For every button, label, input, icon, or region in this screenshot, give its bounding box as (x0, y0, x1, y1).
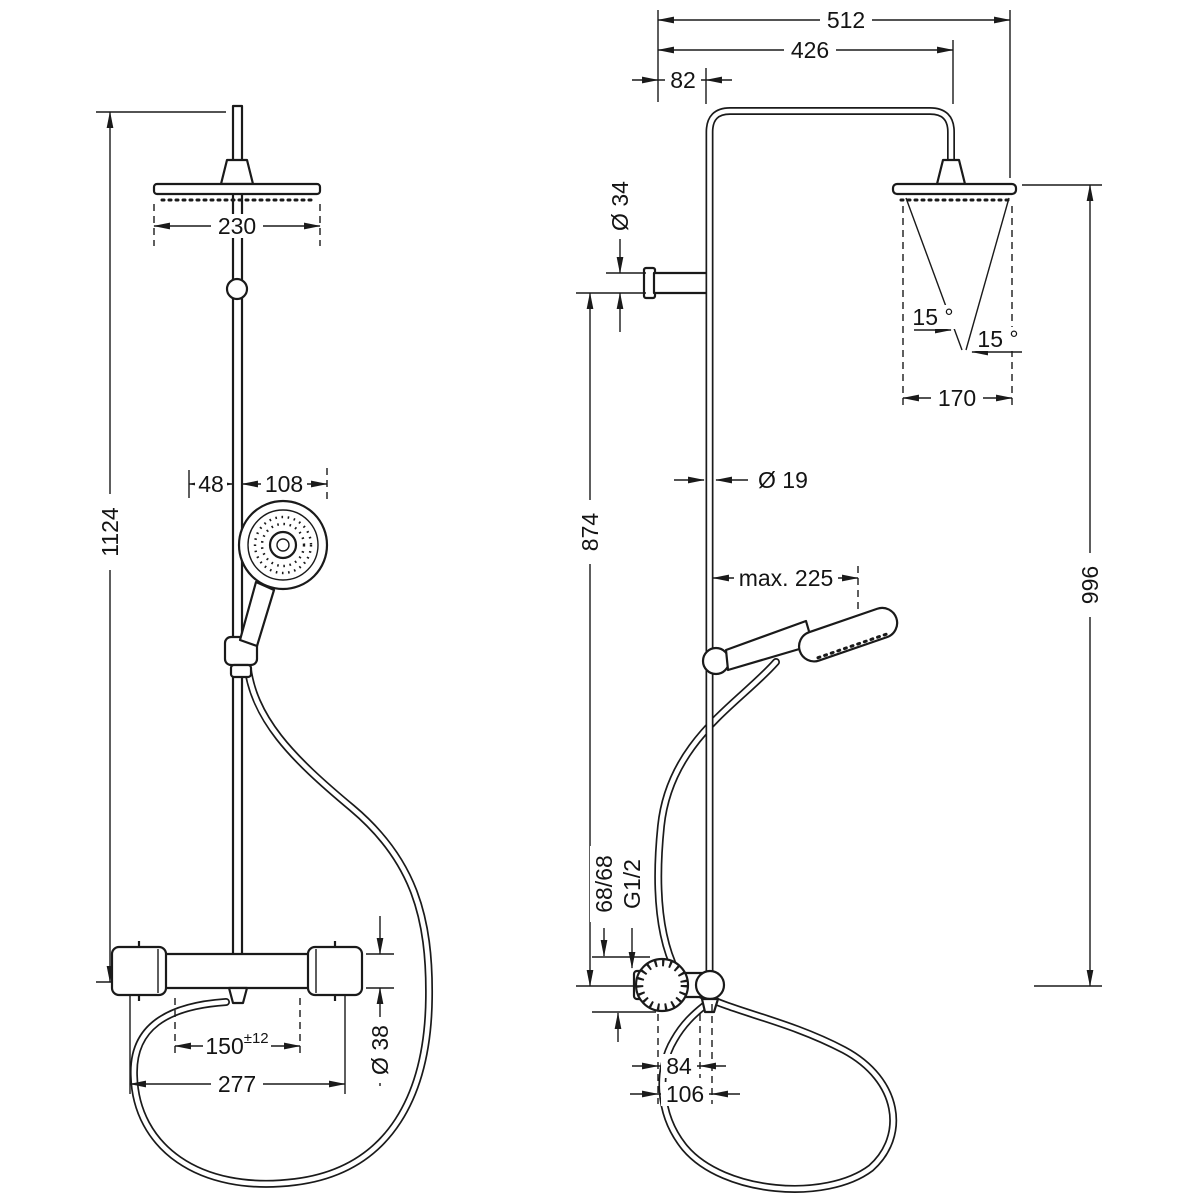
side-max-reach-label: max. 225 (734, 565, 838, 591)
side-bracket-diameter-label: Ø 34 (606, 173, 634, 239)
svg-text:84: 84 (666, 1053, 692, 1079)
svg-text:G1/2: G1/2 (619, 859, 645, 909)
front-head-connector (219, 158, 255, 186)
svg-text:108: 108 (265, 471, 303, 497)
svg-text:15 °: 15 ° (977, 326, 1018, 352)
front-diverter-knob (225, 277, 249, 301)
svg-text:68/68: 68/68 (591, 855, 617, 913)
front-hand-shower-hose (129, 658, 434, 1188)
svg-text:Ø 38: Ø 38 (367, 1025, 393, 1075)
svg-text:max. 225: max. 225 (739, 565, 834, 591)
side-connection-nut (634, 957, 690, 1013)
svg-text:230: 230 (218, 213, 256, 239)
side-depth-arm-label: 426 (784, 37, 836, 63)
svg-text:48: 48 (198, 471, 224, 497)
side-head-depth-label: 170 (931, 385, 983, 411)
side-dim-bracket-diameter (576, 234, 646, 332)
svg-text:Ø 34: Ø 34 (607, 181, 633, 231)
front-thermostat (110, 941, 364, 1005)
side-wall-bracket (642, 266, 710, 300)
svg-text:996: 996 (1077, 566, 1103, 604)
front-head-width-label: 230 (211, 213, 263, 239)
svg-text:82: 82 (670, 67, 696, 93)
front-valve-width-label: 277 (211, 1071, 263, 1097)
svg-text:1124: 1124 (97, 507, 123, 557)
side-tilt-right-label: 15 ° (974, 326, 1022, 352)
front-hose-outlet (227, 986, 249, 1005)
svg-text:170: 170 (938, 385, 976, 411)
svg-text:277: 277 (218, 1071, 256, 1097)
side-depth-a-label: 84 (661, 1053, 697, 1079)
front-hand-shower (223, 499, 329, 679)
front-valve-spacing-label: 150±12 (203, 1030, 271, 1060)
side-head-height-label: 996 (1076, 553, 1104, 617)
front-overhead-shower (152, 182, 322, 202)
side-tilt-left-label: 15 ° (909, 304, 957, 330)
svg-text:15 °: 15 ° (912, 304, 953, 330)
side-connection-spacing-label: 68/68 (590, 846, 618, 922)
front-view: 1124 230 48 108 150±12 277 Ø 38 (96, 104, 434, 1188)
side-depth-b-label: 106 (661, 1081, 709, 1107)
svg-text:512: 512 (827, 7, 865, 33)
side-shower-pipe (705, 107, 955, 990)
svg-text:150±12: 150±12 (205, 1030, 268, 1060)
front-valve-diameter-label: Ø 38 (366, 1017, 394, 1083)
side-view: 512 426 82 Ø 34 15 ° 15 ° 170 Ø 19 (576, 7, 1104, 1193)
side-overhead-shower (891, 182, 1018, 202)
side-thread-size-label: G1/2 (618, 850, 646, 918)
svg-text:874: 874 (577, 513, 603, 552)
side-depth-total-label: 512 (820, 7, 872, 33)
front-handshower-offset-label: 48 (195, 471, 227, 497)
svg-text:Ø 19: Ø 19 (758, 467, 808, 493)
svg-text:426: 426 (791, 37, 829, 63)
svg-text:106: 106 (666, 1081, 704, 1107)
side-pipe-diameter-label: Ø 19 (758, 467, 808, 493)
side-lower-height-label: 874 (576, 500, 604, 564)
front-handshower-width-label: 108 (261, 471, 307, 497)
front-total-height-label: 1124 (96, 494, 124, 570)
side-head-connector (935, 158, 967, 186)
side-dim-connection (592, 928, 656, 1042)
side-water-connection (632, 957, 726, 1014)
side-pipe-tee (694, 969, 726, 1001)
front-hand-shower-handle (238, 580, 276, 648)
side-hand-shower (701, 606, 899, 676)
side-depth-wall-label: 82 (665, 67, 701, 93)
side-hand-shower-hose (654, 658, 898, 1193)
